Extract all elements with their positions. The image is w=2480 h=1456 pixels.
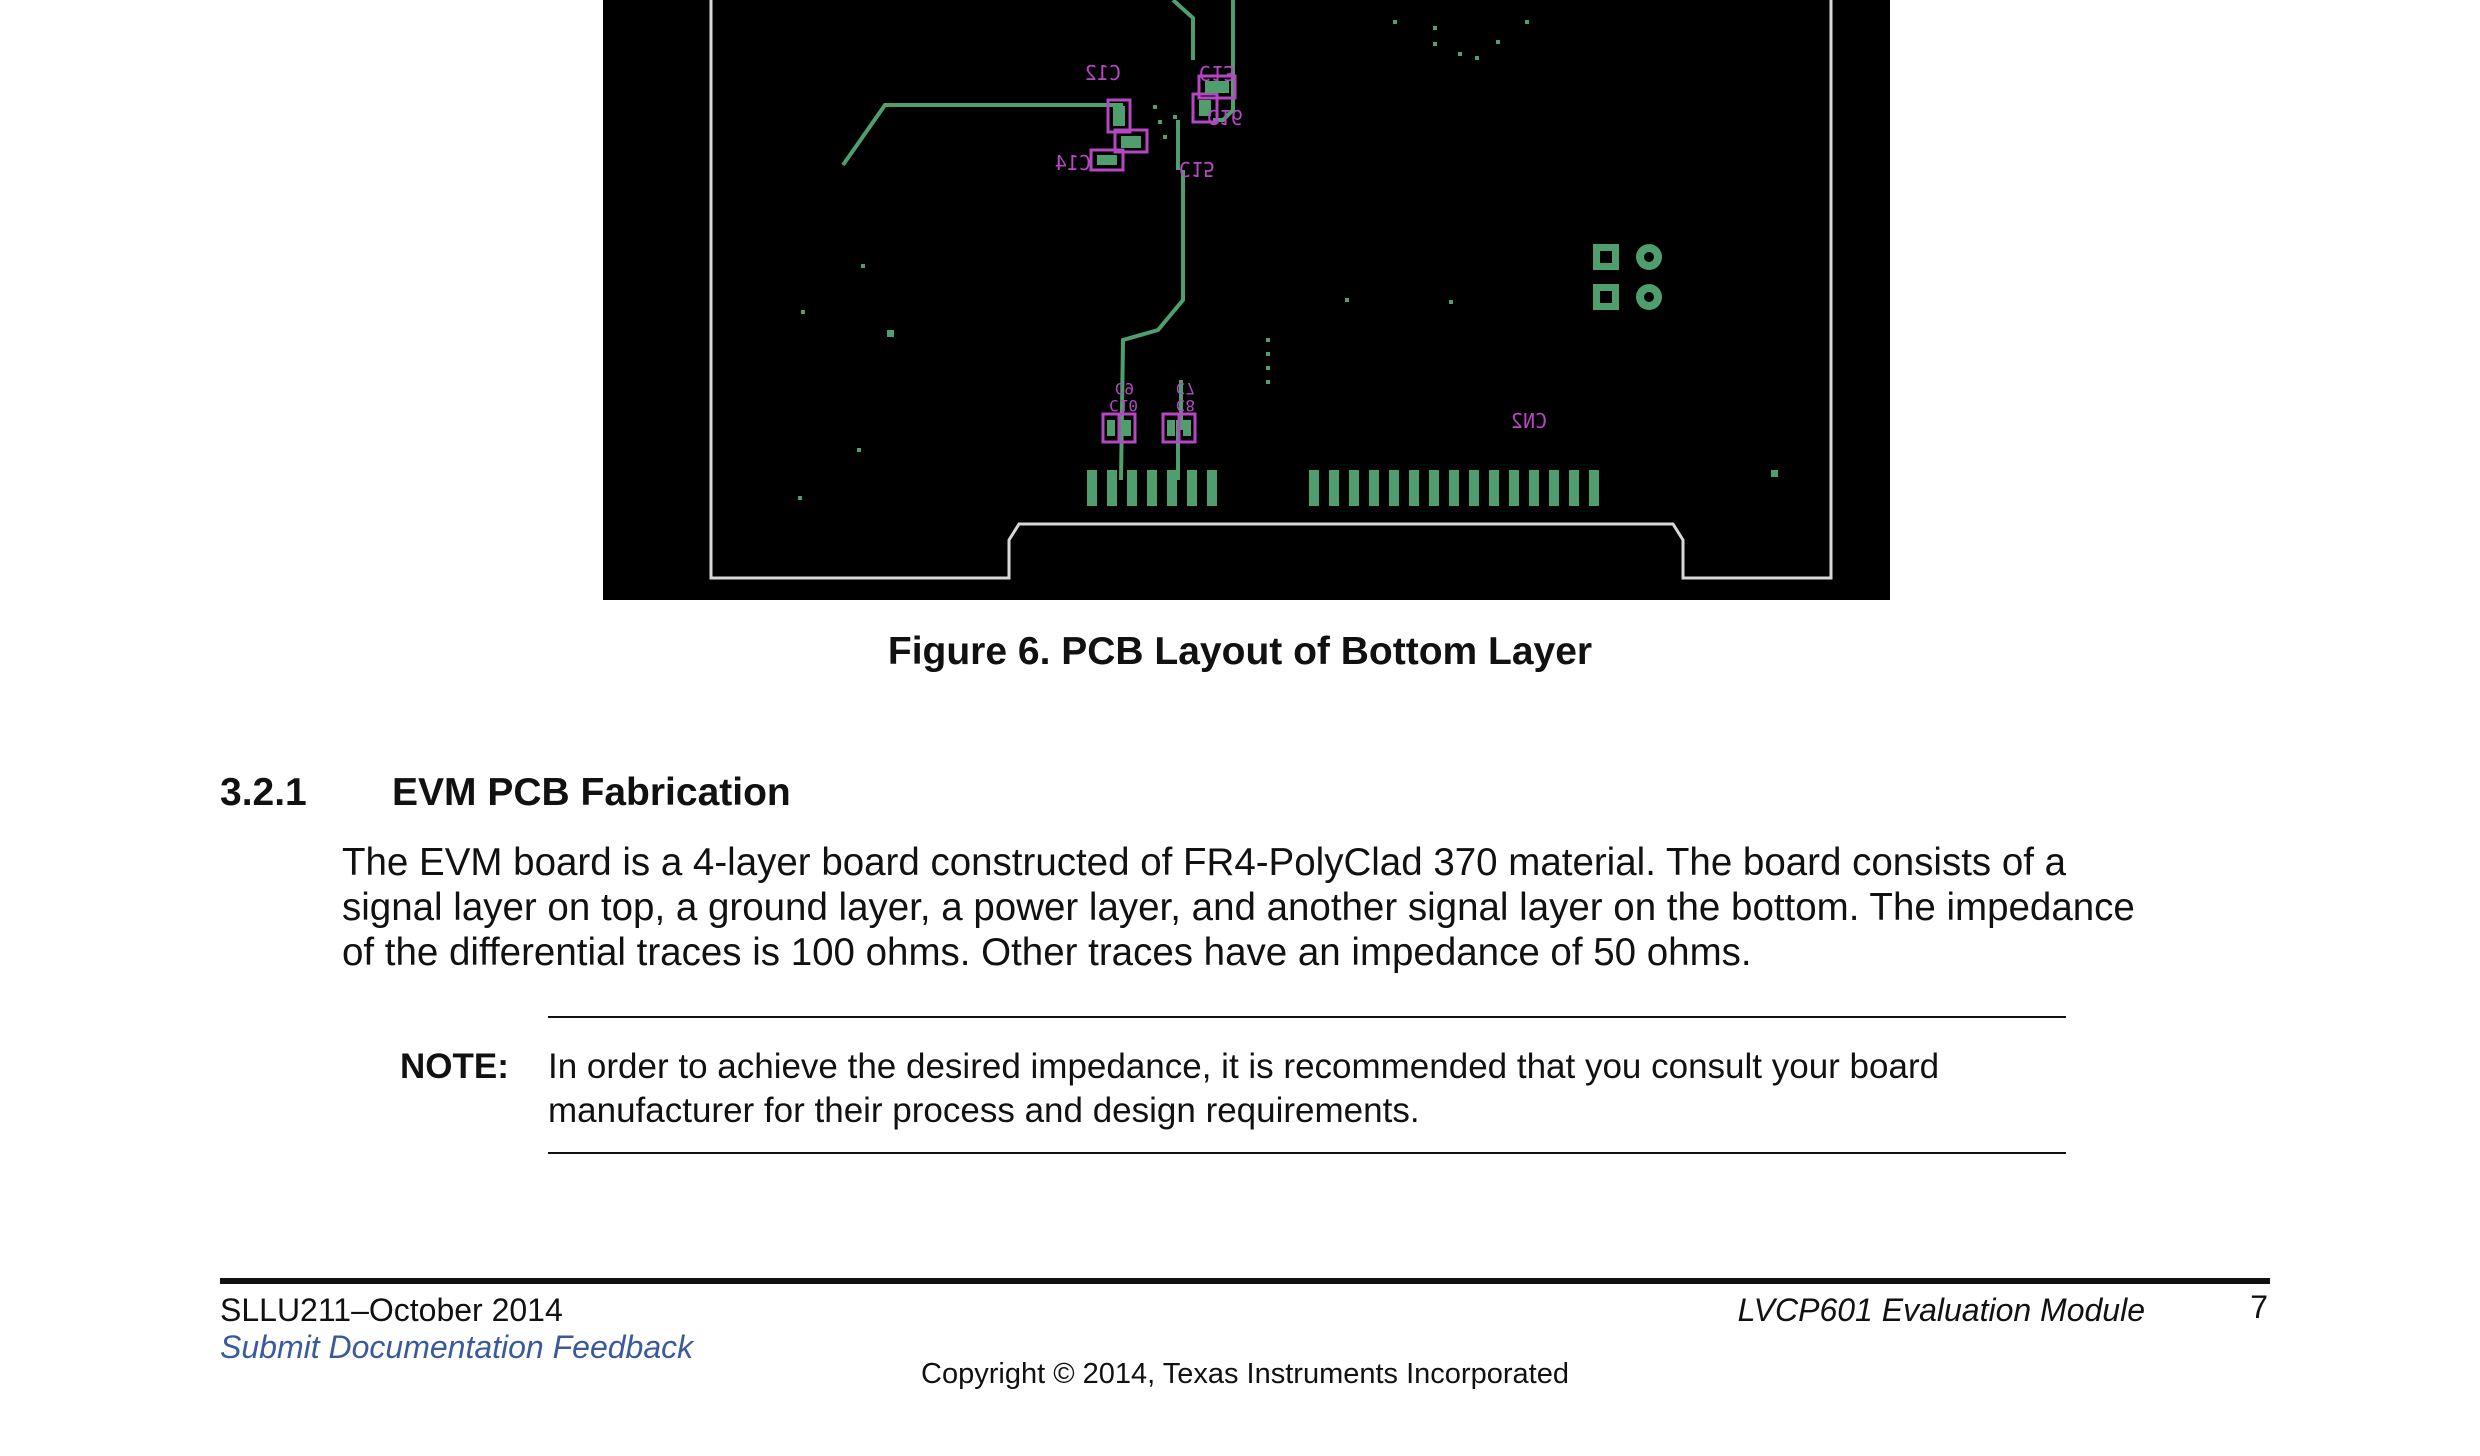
- body-line: signal layer on top, a ground layer, a p…: [342, 886, 2135, 929]
- vias: [798, 20, 1778, 500]
- footer-doc-title: LVCP601 Evaluation Module: [1737, 1292, 2145, 1328]
- label-c9: C9: [1115, 379, 1134, 398]
- note-text: In order to achieve the desired impedanc…: [548, 1045, 2078, 1133]
- section-heading: 3.2.1 EVM PCB Fabrication: [220, 769, 791, 817]
- footer-doc-id: SLLU211–October 2014: [220, 1292, 563, 1328]
- body-line: of the differential traces is 100 ohms. …: [342, 931, 1752, 974]
- label-c7: C7: [1176, 379, 1195, 398]
- figure-caption: Figure 6. PCB Layout of Bottom Layer: [887, 630, 1593, 673]
- footer-rule: [220, 1278, 2270, 1284]
- label-c14: C14: [1055, 151, 1091, 175]
- submit-feedback-link[interactable]: Submit Documentation Feedback: [220, 1329, 694, 1365]
- section-title: EVM PCB Fabrication: [392, 771, 791, 814]
- label-c8: C8: [1176, 396, 1195, 415]
- component-footprints: [1089, 74, 1237, 444]
- note-bottom-rule: [548, 1152, 2066, 1154]
- section-number: 3.2.1: [220, 771, 307, 814]
- label-c15: C15: [1179, 157, 1215, 181]
- label-c12: C12: [1085, 61, 1121, 85]
- body-line: The EVM board is a 4-layer board constru…: [342, 841, 2067, 884]
- pcb-bottom-layer-figure: C13 C12 C16 C14 C15 C9 C10 C7 C8 CN2: [603, 0, 1890, 600]
- test-point-pads: [1593, 244, 1662, 310]
- label-c16: C16: [1207, 105, 1243, 129]
- label-cn2: CN2: [1511, 409, 1547, 433]
- label-c10: C10: [1109, 396, 1138, 415]
- note-line: In order to achieve the desired impedanc…: [548, 1047, 1940, 1086]
- pcb-layout-image: C13 C12 C16 C14 C15 C9 C10 C7 C8 CN2: [603, 0, 1890, 600]
- component-pads: [1097, 81, 1229, 436]
- page-number: 7: [2250, 1289, 2268, 1325]
- copper-traces: [841, 0, 1235, 481]
- connector-pins-cn2: [1309, 470, 1599, 506]
- note-line: manufacturer for their process and desig…: [548, 1091, 1420, 1130]
- note-label: NOTE:: [400, 1047, 509, 1086]
- note-top-rule: [548, 1016, 2066, 1018]
- section-body: The EVM board is a 4-layer board constru…: [342, 840, 2282, 975]
- board-outline: [709, 0, 1833, 580]
- connector-pins-left: [1087, 470, 1217, 506]
- footer-copyright: Copyright © 2014, Texas Instruments Inco…: [921, 1358, 1569, 1390]
- label-c13: C13: [1199, 61, 1235, 85]
